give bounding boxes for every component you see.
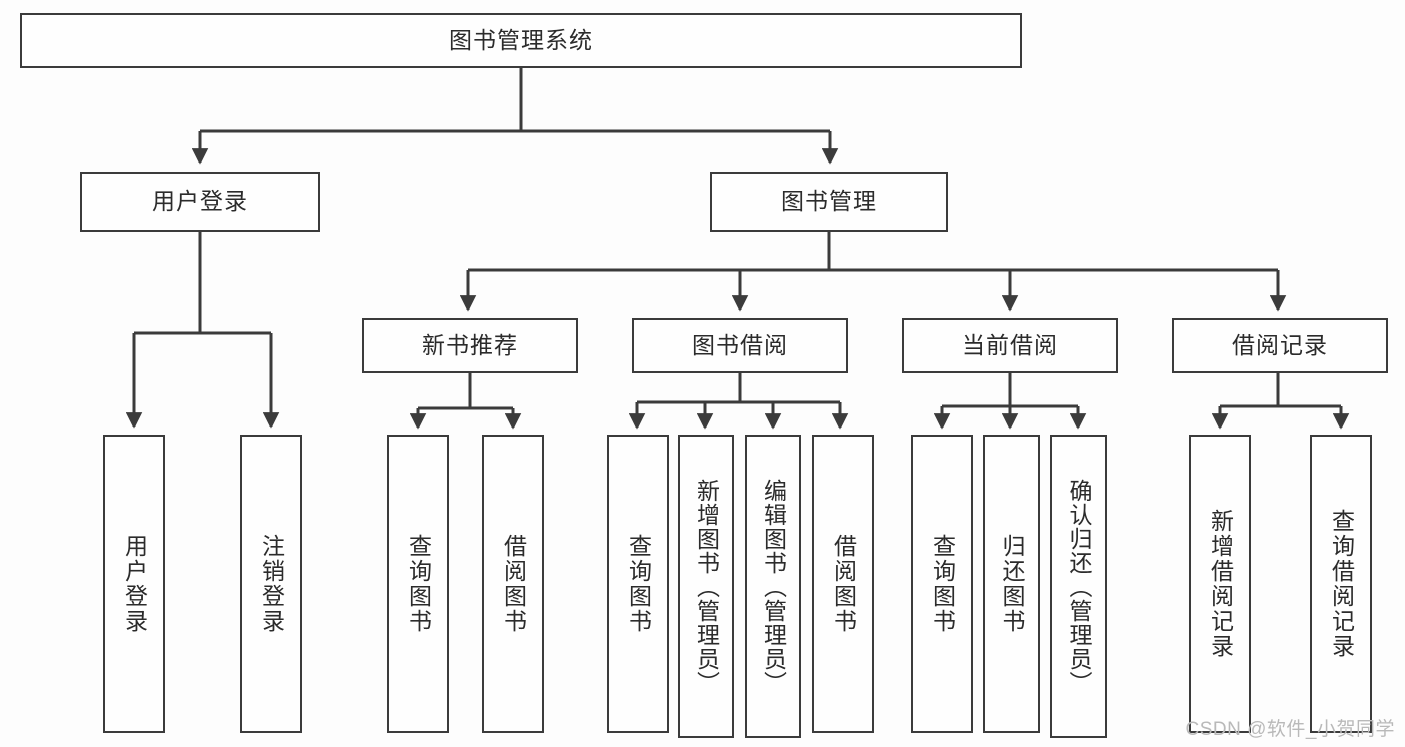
node-label: 注销登录 — [258, 534, 285, 634]
node-book-borrow[interactable]: 图书借阅 — [632, 318, 848, 373]
node-label: 编辑图书（管理员） — [760, 478, 787, 695]
leaf-edit-book-admin[interactable]: 编辑图书（管理员） — [745, 435, 801, 738]
leaf-return-book[interactable]: 归还图书 — [983, 435, 1040, 733]
node-label: 新增图书（管理员） — [693, 478, 720, 695]
node-current-borrow[interactable]: 当前借阅 — [902, 318, 1118, 373]
node-label: 归还图书 — [999, 534, 1026, 634]
node-label: 用户登录 — [121, 534, 148, 634]
node-label: 查询图书 — [625, 534, 652, 634]
node-user-login[interactable]: 用户登录 — [80, 172, 320, 232]
leaf-add-borrow-record[interactable]: 新增借阅记录 — [1189, 435, 1251, 733]
leaf-query-book-borrow[interactable]: 查询图书 — [607, 435, 669, 733]
node-label: 新书推荐 — [422, 331, 518, 358]
node-book-management[interactable]: 图书管理 — [710, 172, 948, 232]
node-label: 图书管理系统 — [449, 26, 593, 53]
node-new-book-recommend[interactable]: 新书推荐 — [362, 318, 578, 373]
node-label: 查询图书 — [929, 534, 956, 634]
node-label: 图书管理 — [781, 188, 877, 215]
node-label: 图书借阅 — [692, 331, 788, 358]
leaf-query-book-current[interactable]: 查询图书 — [911, 435, 973, 733]
node-label: 确认归还（管理员） — [1066, 478, 1093, 695]
node-label: 借阅图书 — [500, 534, 527, 634]
node-label: 查询图书 — [405, 534, 432, 634]
leaf-query-book-recommend[interactable]: 查询图书 — [387, 435, 449, 733]
node-borrow-record[interactable]: 借阅记录 — [1172, 318, 1388, 373]
leaf-logout-login[interactable]: 注销登录 — [240, 435, 302, 733]
leaf-borrow-book[interactable]: 借阅图书 — [812, 435, 874, 733]
node-label: 当前借阅 — [962, 331, 1058, 358]
leaf-borrow-book-recommend[interactable]: 借阅图书 — [482, 435, 544, 733]
node-label: 借阅图书 — [830, 534, 857, 634]
node-label: 用户登录 — [152, 188, 248, 215]
node-root-system[interactable]: 图书管理系统 — [20, 13, 1022, 68]
node-label: 借阅记录 — [1232, 331, 1328, 358]
node-label: 查询借阅记录 — [1328, 509, 1355, 659]
watermark-text: CSDN @软件_小贺同学 — [1185, 719, 1395, 740]
leaf-user-login[interactable]: 用户登录 — [103, 435, 165, 733]
leaf-add-book-admin[interactable]: 新增图书（管理员） — [678, 435, 734, 738]
leaf-query-borrow-record[interactable]: 查询借阅记录 — [1310, 435, 1372, 733]
leaf-confirm-return-admin[interactable]: 确认归还（管理员） — [1050, 435, 1107, 738]
node-label: 新增借阅记录 — [1207, 509, 1234, 659]
